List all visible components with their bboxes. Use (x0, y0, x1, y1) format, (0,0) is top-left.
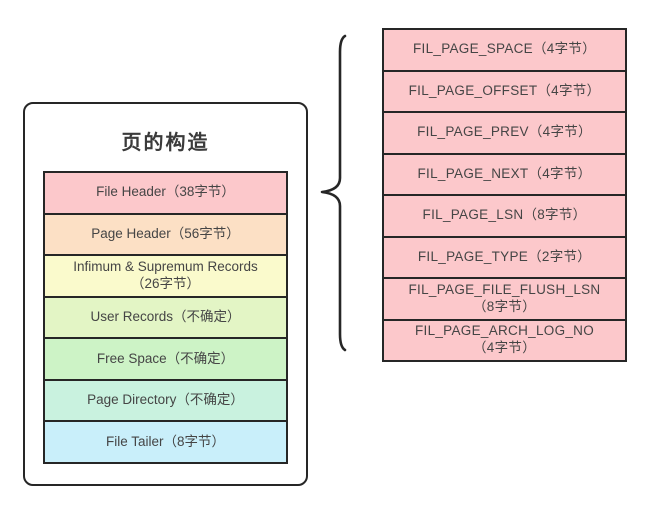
field-label: FIL_PAGE_SPACE（4字节） (412, 41, 596, 57)
curly-brace (320, 34, 347, 352)
field-row-fil-page-type: FIL_PAGE_TYPE（2字节） (384, 235, 625, 277)
field-row-fil-page-arch-log-no: FIL_PAGE_ARCH_LOG_NO （4字节） (384, 318, 625, 360)
field-label: FIL_PAGE_OFFSET（4字节） (408, 82, 601, 98)
field-label: FIL_PAGE_PREV（4字节） (417, 124, 592, 140)
segment-label: Infimum & Supremum Records (73, 259, 258, 275)
segment-row-user-records: User Records（不确定） (45, 295, 286, 338)
segment-label: Page Header（56字节） (91, 225, 240, 241)
segment-label: User Records（不确定） (90, 309, 241, 325)
segment-label: Page Directory（不确定） (87, 392, 244, 408)
field-label: FIL_PAGE_NEXT（4字节） (417, 165, 592, 181)
segment-row-file-header: File Header（38字节） (45, 173, 286, 213)
field-row-fil-page-lsn: FIL_PAGE_LSN（8字节） (384, 194, 625, 236)
field-label: FIL_PAGE_ARCH_LOG_NO (414, 323, 595, 339)
field-label-line2: （4字节） (472, 340, 536, 356)
segment-row-page-header: Page Header（56字节） (45, 212, 286, 255)
segment-label-line2: （26字节） (130, 275, 201, 291)
field-row-fil-page-offset: FIL_PAGE_OFFSET（4字节） (384, 69, 625, 111)
field-row-fil-page-prev: FIL_PAGE_PREV（4字节） (384, 111, 625, 153)
field-label-line2: （8字节） (472, 298, 536, 314)
segment-label: File Tailer（8字节） (105, 433, 226, 449)
segment-row-infimum-supremum: Infimum & Supremum Records （26字节） (45, 254, 286, 296)
page-structure-title: 页的构造 (121, 132, 210, 154)
segment-row-free-space: Free Space（不确定） (45, 337, 286, 379)
segment-label: Free Space（不确定） (96, 350, 235, 366)
page-structure-stack: File Header（38字节） Page Header（56字节） Infi… (43, 171, 288, 464)
file-header-detail-table: FIL_PAGE_SPACE（4字节） FIL_PAGE_OFFSET（4字节）… (382, 28, 627, 362)
page-structure-box: 页的构造 File Header（38字节） Page Header（56字节）… (23, 102, 308, 486)
segment-row-file-tailer: File Tailer（8字节） (45, 420, 286, 463)
field-row-fil-page-space: FIL_PAGE_SPACE（4字节） (384, 30, 625, 70)
segment-row-page-directory: Page Directory（不确定） (45, 378, 286, 421)
field-label: FIL_PAGE_TYPE（2字节） (417, 248, 592, 264)
segment-label: File Header（38字节） (96, 184, 235, 200)
field-row-fil-page-next: FIL_PAGE_NEXT（4字节） (384, 152, 625, 194)
field-row-fil-page-file-flush-lsn: FIL_PAGE_FILE_FLUSH_LSN （8字节） (384, 277, 625, 319)
field-label: FIL_PAGE_LSN（8字节） (422, 207, 587, 223)
field-label: FIL_PAGE_FILE_FLUSH_LSN (408, 281, 601, 297)
